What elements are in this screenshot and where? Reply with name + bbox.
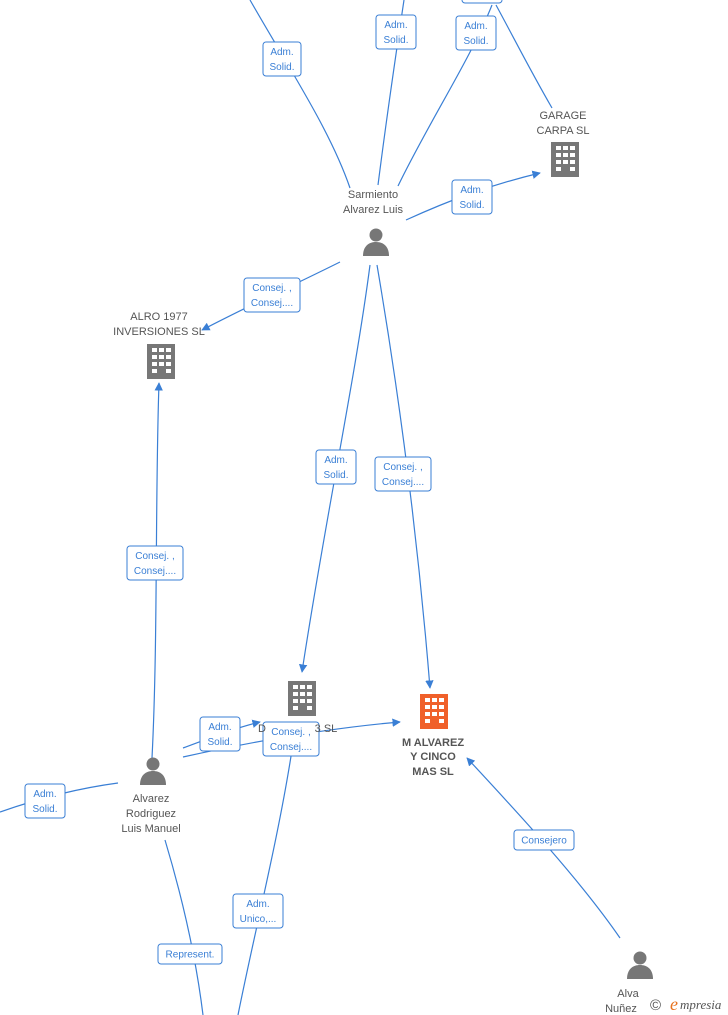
- edge-label-text: Adm.: [246, 899, 269, 910]
- building-icon: [420, 694, 448, 729]
- building-icon: [288, 681, 316, 716]
- edge-label-box: [157, 943, 223, 965]
- building-icon: [551, 142, 579, 177]
- node-alvanunez[interactable]: Alva Nuñez: [605, 951, 653, 1015]
- node-label: Alvarez Luis: [343, 204, 403, 216]
- edge-label-e4[interactable]: Unico: [461, 0, 503, 4]
- edge-label-e14[interactable]: Adm. Unico,...: [232, 893, 284, 929]
- edge-label-text: Consej. ,: [135, 551, 174, 562]
- node-label: Luis Manuel: [121, 823, 180, 835]
- brand-initial: e: [670, 994, 678, 1014]
- edge-label-box: [232, 893, 284, 929]
- edge-label-box: [455, 15, 497, 51]
- edge-label-e11[interactable]: Consej. , Consej....: [262, 721, 320, 757]
- edge-label-text: Solid.: [463, 36, 488, 47]
- edge-label-text: Adm.: [384, 20, 407, 31]
- edge-label-text: Consejero: [521, 836, 567, 847]
- edge-label-text: Solid.: [459, 200, 484, 211]
- edge-label-text: Solid.: [383, 35, 408, 46]
- edge-label-text: Consej....: [270, 742, 312, 753]
- node-label: 3 SL: [315, 723, 338, 735]
- edge-e1[interactable]: [249, 0, 351, 189]
- edge-label-text: Solid.: [323, 470, 348, 481]
- edge-label-e3[interactable]: Adm. Solid.: [455, 15, 497, 51]
- node-alvarezrod[interactable]: Alvarez Rodriguez Luis Manuel: [121, 757, 181, 836]
- edge-label-box: [513, 829, 575, 851]
- edge-label-text: Adm.: [208, 722, 231, 733]
- edge-label-e2[interactable]: Adm. Solid.: [375, 14, 417, 50]
- node-alro[interactable]: ALRO 1977 INVERSIONES SL: [113, 311, 205, 379]
- node-garage[interactable]: GARAGE CARPA SL: [537, 110, 590, 177]
- edge-label-e9[interactable]: Consej. , Consej....: [126, 545, 184, 581]
- node-sarmiento[interactable]: Sarmiento Alvarez Luis: [343, 189, 403, 256]
- node-label: M ALVAREZ: [402, 737, 464, 749]
- node-label: MAS SL: [412, 766, 454, 778]
- edge-label-text: Solid.: [269, 62, 294, 73]
- edge-label-e15[interactable]: Represent.: [157, 943, 223, 965]
- edge-label-text: Adm.: [270, 47, 293, 58]
- node-label: INVERSIONES SL: [113, 326, 205, 338]
- edge-label-text: Adm.: [460, 185, 483, 196]
- edge-label-box: [315, 449, 357, 485]
- edge-label-text: Unico: [469, 0, 495, 3]
- edges: [0, 0, 621, 1015]
- edge-label-box: [375, 14, 417, 50]
- node-label: Rodriguez: [126, 808, 176, 820]
- edge-e14[interactable]: [237, 749, 293, 1015]
- edge-label-text: Represent.: [166, 950, 215, 961]
- edge-label-text: Adm.: [464, 21, 487, 32]
- edge-label-box: [24, 783, 66, 819]
- edge-label-text: Consej. ,: [252, 283, 291, 294]
- edge-label-text: Adm.: [324, 455, 347, 466]
- edge-label-text: Consej....: [382, 477, 424, 488]
- node-label: GARAGE: [539, 110, 586, 122]
- edge-label-text: Consej....: [251, 298, 293, 309]
- node-label: CARPA SL: [537, 125, 590, 137]
- edge-label-e12[interactable]: Adm. Solid.: [24, 783, 66, 819]
- node-label: ALRO 1977: [130, 311, 187, 323]
- edge-labels: Adm. Solid. Adm. Solid. Adm. Solid. UnicoAdm. S…: [24, 0, 575, 965]
- edge-label-text: Adm.: [33, 789, 56, 800]
- edge-label-e1[interactable]: Adm. Solid.: [262, 41, 302, 77]
- edge-label-e7[interactable]: Adm. Solid.: [315, 449, 357, 485]
- node-malvarez[interactable]: M ALVAREZ Y CINCO MAS SL: [402, 694, 464, 778]
- edge-label-text: Unico,...: [240, 914, 277, 925]
- person-icon: [627, 951, 653, 979]
- edge-label-box: [451, 179, 493, 215]
- node-label: Y CINCO: [410, 751, 456, 763]
- edge-e15[interactable]: [164, 839, 204, 1015]
- edge-label-text: Consej. ,: [383, 462, 422, 473]
- edge-label-e8[interactable]: Consej. , Consej....: [374, 456, 432, 492]
- edge-label-box: [374, 456, 432, 492]
- edge-label-box: [199, 716, 241, 752]
- node-label: Alvarez: [133, 793, 170, 805]
- person-icon: [363, 228, 389, 256]
- edge-label-text: Consej....: [134, 566, 176, 577]
- edge-label-text: Consej. ,: [271, 727, 310, 738]
- edge-label-e5[interactable]: Adm. Solid.: [451, 179, 493, 215]
- node-d3[interactable]: D 3 SL: [258, 681, 337, 735]
- edge-label-box: [243, 277, 301, 313]
- brand-name: mpresia: [680, 997, 722, 1012]
- brand-watermark: © e mpresia: [646, 990, 728, 1015]
- edge-label-e6[interactable]: Consej. , Consej....: [243, 277, 301, 313]
- edge-label-box: [262, 41, 302, 77]
- edge-label-text: Solid.: [32, 804, 57, 815]
- node-label: Sarmiento: [348, 189, 398, 201]
- node-label: Nuñez: [605, 1003, 637, 1015]
- edge-label-e10[interactable]: Adm. Solid.: [199, 716, 241, 752]
- edge-label-box: [461, 0, 503, 4]
- person-icon: [140, 757, 166, 785]
- node-label: D: [258, 723, 266, 735]
- edge-label-text: Solid.: [207, 737, 232, 748]
- edge-e4[interactable]: [495, 4, 553, 109]
- edge-label-e13[interactable]: Consejero: [513, 829, 575, 851]
- node-label: Alva: [617, 988, 639, 1000]
- copyright-symbol: ©: [650, 997, 661, 1014]
- edge-label-box: [262, 721, 320, 757]
- building-icon: [147, 344, 175, 379]
- edge-label-box: [126, 545, 184, 581]
